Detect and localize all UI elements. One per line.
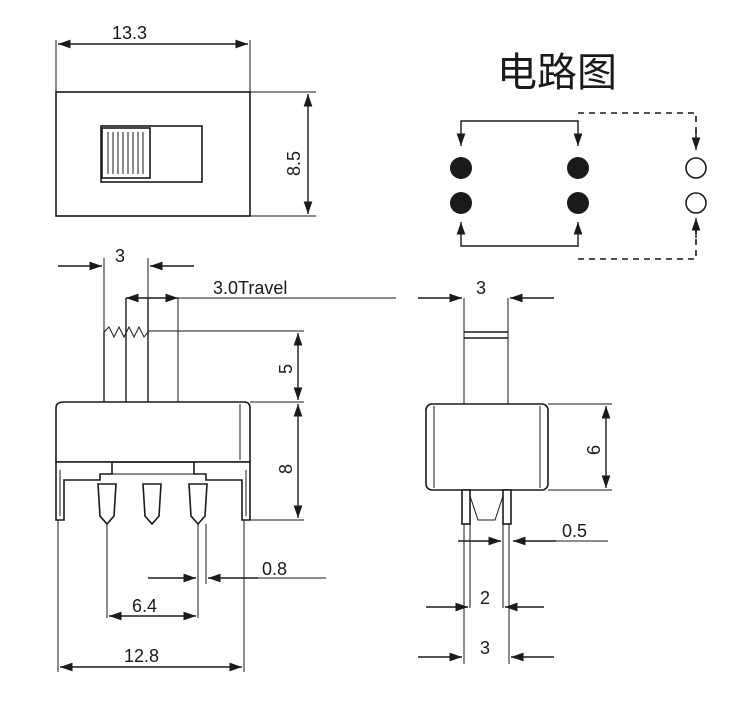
dim-knob-width: 3 <box>115 246 125 266</box>
dim-knob-height: 5 <box>276 364 296 374</box>
dim-side-pin-pitch: 3 <box>480 638 490 658</box>
knob-ridges <box>107 132 144 174</box>
contact-filled-1 <box>450 157 472 179</box>
dim-side-knob-width: 3 <box>476 278 486 298</box>
dim-overall-width: 12.8 <box>124 646 159 666</box>
circuit-title: 电路图 <box>497 50 617 96</box>
dim-pin-spacing: 2 <box>480 588 490 608</box>
front-view: 3 3.0Travel 5 8 <box>55 246 396 672</box>
dim-pin-thickness: 0.5 <box>562 521 587 541</box>
contact-open-1 <box>685 157 707 179</box>
dim-pin-pitch: 6.4 <box>132 596 157 616</box>
contact-open-2 <box>685 192 707 214</box>
contact-filled-3 <box>567 157 589 179</box>
dim-top-width: 13.3 <box>112 23 147 43</box>
dim-pin-width: 0.8 <box>262 559 287 579</box>
contact-filled-2 <box>450 192 472 214</box>
contact-filled-4 <box>567 192 589 214</box>
dim-body-height: 8 <box>276 464 296 474</box>
dim-travel: 3.0Travel <box>213 278 287 298</box>
dim-side-body-height: 6 <box>584 445 604 455</box>
top-view: 13.3 8.5 <box>55 23 316 217</box>
dim-top-height: 8.5 <box>284 151 304 176</box>
side-view: 3 6 0.5 2 3 <box>418 278 612 664</box>
circuit-diagram: 电路图 <box>450 50 707 260</box>
